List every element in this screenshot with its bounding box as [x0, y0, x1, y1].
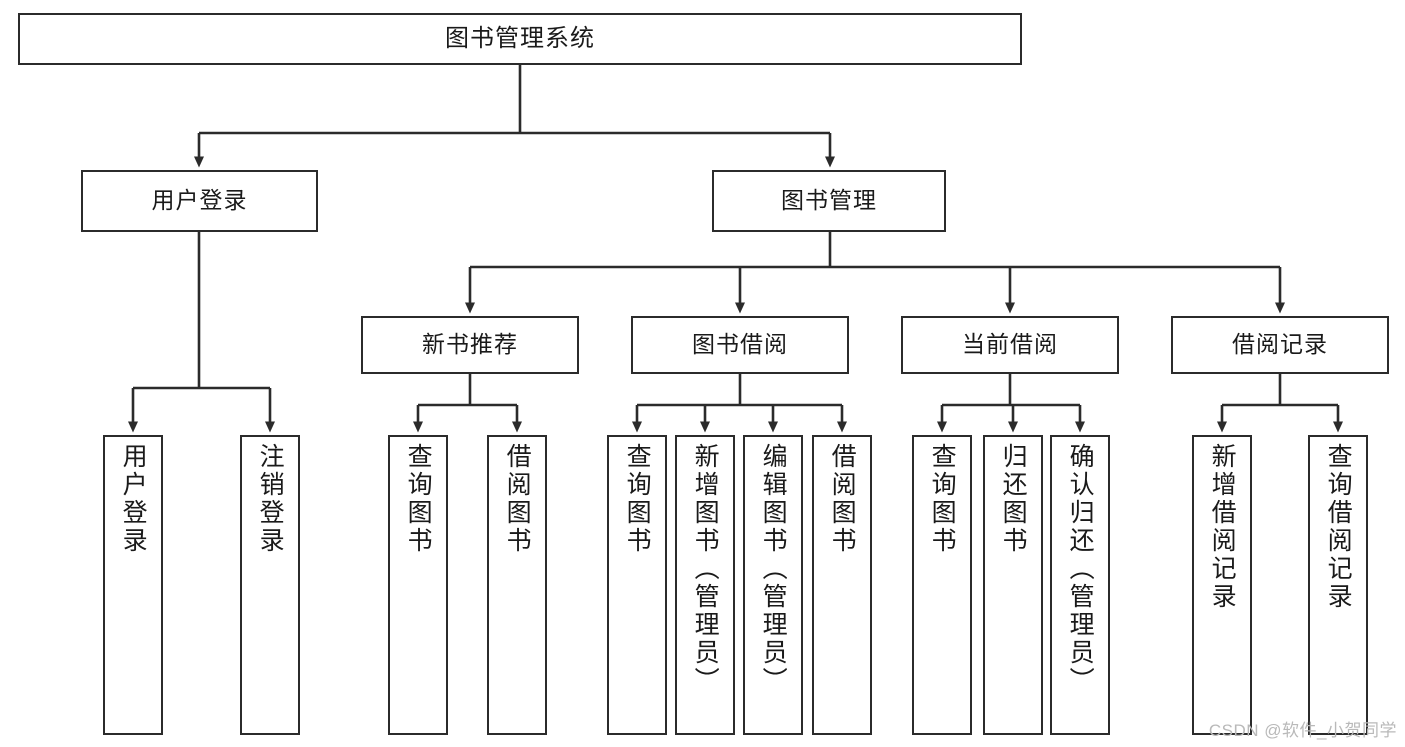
- leaf-confirm-return[interactable]: 确认归还（管理员）: [1050, 435, 1110, 735]
- node-root-label: 图书管理系统: [445, 24, 595, 52]
- leaf-borrow-book-2-label: 借阅图书: [828, 443, 857, 555]
- node-root[interactable]: 图书管理系统: [18, 13, 1022, 65]
- leaf-borrow-book-2[interactable]: 借阅图书: [812, 435, 872, 735]
- node-book-manage-label: 图书管理: [781, 187, 877, 214]
- leaf-query-record-label: 查询借阅记录: [1324, 443, 1353, 611]
- node-book-manage[interactable]: 图书管理: [712, 170, 946, 232]
- node-new-book-rec[interactable]: 新书推荐: [361, 316, 579, 374]
- watermark: CSDN @软件_小贺同学: [1208, 721, 1397, 740]
- node-borrow-record[interactable]: 借阅记录: [1171, 316, 1389, 374]
- leaf-query-book-2-label: 查询图书: [623, 443, 652, 555]
- leaf-add-book-label: 新增图书（管理员）: [691, 443, 720, 695]
- node-current-borrow-label: 当前借阅: [962, 331, 1058, 358]
- leaf-edit-book-label: 编辑图书（管理员）: [759, 443, 788, 695]
- leaf-query-book-1[interactable]: 查询图书: [388, 435, 448, 735]
- node-new-book-rec-label: 新书推荐: [422, 331, 518, 358]
- leaf-logout[interactable]: 注销登录: [240, 435, 300, 735]
- leaf-return-book-label: 归还图书: [999, 443, 1028, 555]
- node-book-borrow-label: 图书借阅: [692, 331, 788, 358]
- leaf-query-book-2[interactable]: 查询图书: [607, 435, 667, 735]
- leaf-confirm-return-label: 确认归还（管理员）: [1066, 443, 1095, 695]
- leaf-user-login-label: 用户登录: [119, 443, 148, 555]
- leaf-query-book-1-label: 查询图书: [404, 443, 433, 555]
- leaf-borrow-book-1-label: 借阅图书: [503, 443, 532, 555]
- leaf-edit-book[interactable]: 编辑图书（管理员）: [743, 435, 803, 735]
- leaf-query-record[interactable]: 查询借阅记录: [1308, 435, 1368, 735]
- leaf-query-book-3-label: 查询图书: [928, 443, 957, 555]
- leaf-user-login[interactable]: 用户登录: [103, 435, 163, 735]
- leaf-add-book[interactable]: 新增图书（管理员）: [675, 435, 735, 735]
- leaf-borrow-book-1[interactable]: 借阅图书: [487, 435, 547, 735]
- leaf-query-book-3[interactable]: 查询图书: [912, 435, 972, 735]
- node-book-borrow[interactable]: 图书借阅: [631, 316, 849, 374]
- leaf-add-record-label: 新增借阅记录: [1208, 443, 1237, 611]
- node-current-borrow[interactable]: 当前借阅: [901, 316, 1119, 374]
- node-user-login-label: 用户登录: [151, 187, 248, 214]
- node-user-login[interactable]: 用户登录: [81, 170, 318, 232]
- node-borrow-record-label: 借阅记录: [1232, 331, 1328, 358]
- leaf-logout-label: 注销登录: [256, 443, 285, 555]
- leaf-return-book[interactable]: 归还图书: [983, 435, 1043, 735]
- leaf-add-record[interactable]: 新增借阅记录: [1192, 435, 1252, 735]
